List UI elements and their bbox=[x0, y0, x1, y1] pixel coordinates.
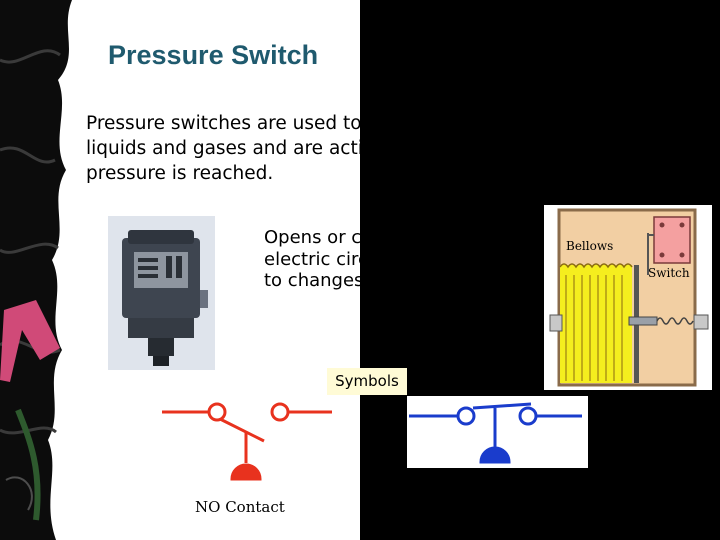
no-contact-label: NO Contact bbox=[195, 498, 285, 516]
slide-title: Pressure Switch bbox=[108, 40, 319, 70]
chalkboard-decoration bbox=[0, 0, 110, 540]
intro-paragraph: Pressure switches are used to control th… bbox=[86, 113, 578, 184]
description-text: Opens or closes an electric circuit in r… bbox=[264, 227, 501, 291]
symbols-label: Symbols bbox=[327, 368, 407, 395]
bellows-switch-diagram bbox=[544, 205, 712, 390]
switch-label: Switch bbox=[648, 266, 690, 280]
blue-symbol-panel bbox=[407, 396, 588, 468]
bellows-label: Bellows bbox=[566, 239, 614, 253]
pressure-switch-photo bbox=[108, 216, 215, 370]
no-contact-symbol-red bbox=[162, 402, 332, 481]
nc-contact-symbol-blue bbox=[409, 402, 582, 464]
